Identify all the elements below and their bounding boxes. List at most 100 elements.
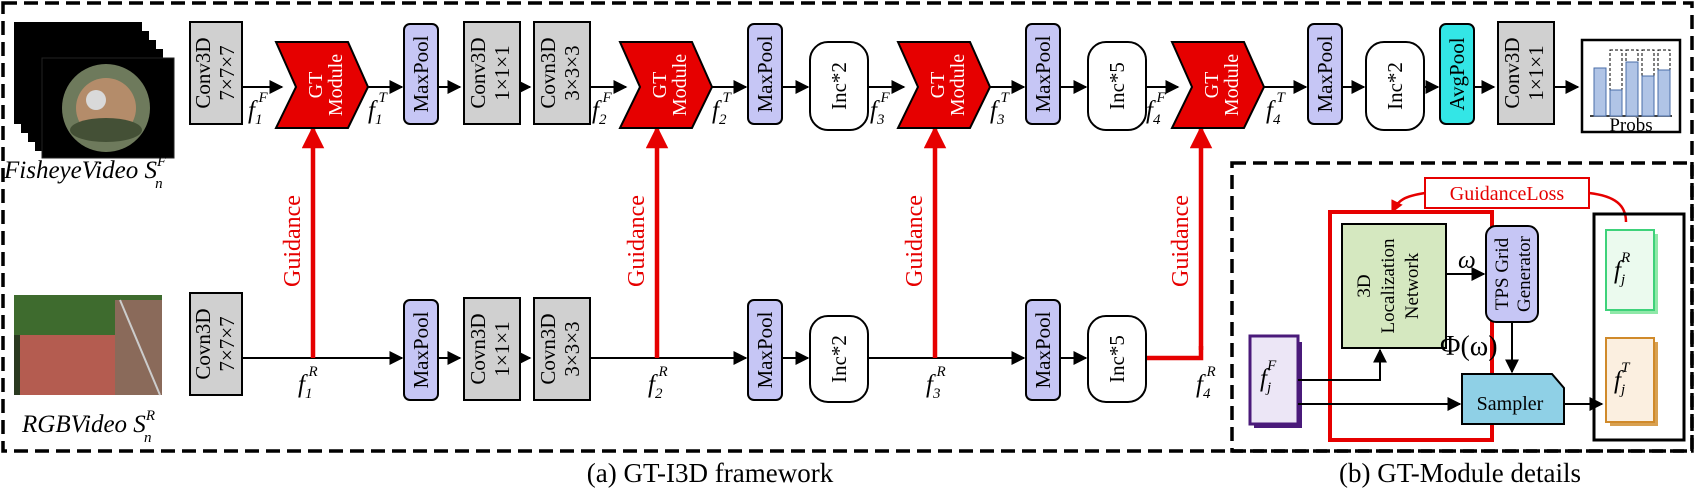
- feature-labels: f1F f1T f2F f2T f3F f3T f4F f4T f1R f2R …: [248, 90, 1286, 402]
- gt-module-1: GT Module: [274, 41, 370, 129]
- module-details-frame: [1230, 161, 1694, 453]
- bottom-inc2: Inc*2: [809, 315, 869, 403]
- svg-text:Inc*5: Inc*5: [1105, 62, 1129, 110]
- svg-text:Module: Module: [947, 54, 969, 116]
- f3F-label: f3F: [870, 90, 890, 128]
- rgb-video-stack: [14, 295, 162, 396]
- bottom-covn3d-1-block: Covn3D 1×1×1: [463, 297, 521, 401]
- f3T-label: f3T: [990, 90, 1010, 128]
- f1F-label: f1F: [248, 90, 268, 128]
- probs-label: Probs: [1609, 115, 1652, 136]
- caption-module-details: (b) GT-Module details: [1339, 458, 1581, 488]
- svg-text:7×7×7: 7×7×7: [215, 316, 239, 371]
- probs-output: Probs: [1580, 38, 1682, 136]
- sampler-box: [1461, 373, 1565, 425]
- top-conv3d-7-block: Conv3D 7×7×7: [189, 21, 243, 125]
- svg-text:3×3×3: 3×3×3: [560, 45, 584, 100]
- bottom-maxpool-1: MaxPool: [403, 299, 439, 401]
- svg-text:Module: Module: [669, 54, 691, 116]
- svg-text:GT: GT: [1201, 72, 1223, 99]
- f4R-label: f4R: [1196, 364, 1216, 402]
- svg-text:Module: Module: [1221, 54, 1243, 116]
- omega-label: ω: [1458, 247, 1476, 274]
- svg-text:1×1×1: 1×1×1: [490, 45, 514, 100]
- sampler-label: Sampler: [1477, 393, 1544, 415]
- bottom-maxpool-2: MaxPool: [747, 299, 783, 401]
- guidance-label-4: Guidance: [1168, 195, 1194, 287]
- fisheye-video-stack: [14, 22, 175, 159]
- svg-text:Inc*2: Inc*2: [827, 62, 851, 110]
- guidance-label-2: Guidance: [624, 195, 650, 287]
- fjT-box: [1605, 337, 1655, 423]
- top-inc2-2: Inc*2: [1365, 41, 1425, 131]
- caption-framework: (a) GT-I3D framework: [587, 458, 834, 488]
- svg-text:AvgPool: AvgPool: [1445, 37, 1469, 110]
- f3R-label: f3R: [926, 364, 946, 402]
- svg-text:MaxPool: MaxPool: [409, 311, 433, 388]
- gt-module-details: GuidanceLoss 3D Localization Network TPS…: [1248, 177, 1686, 442]
- svg-text:MaxPool: MaxPool: [753, 311, 777, 388]
- bottom-inc5: Inc*5: [1087, 315, 1147, 403]
- svg-text:Module: Module: [325, 54, 347, 116]
- top-inc2-1: Inc*2: [809, 41, 869, 131]
- bottom-maxpool-3: MaxPool: [1025, 299, 1061, 401]
- svg-text:TPS Grid: TPS Grid: [1492, 237, 1513, 310]
- svg-text:7×7×7: 7×7×7: [215, 45, 239, 100]
- guidance-label-3: Guidance: [902, 195, 928, 287]
- svg-text:GT: GT: [649, 72, 671, 99]
- localization-network-box: [1341, 223, 1447, 349]
- fisheye-video-text: FisheyeVideo S: [3, 157, 157, 184]
- gt-module-3: GT Module: [896, 41, 992, 129]
- bottom-final-red-link: [1146, 346, 1204, 361]
- svg-text:GT: GT: [305, 72, 327, 99]
- guidance-loss-label: GuidanceLoss: [1450, 183, 1565, 205]
- svg-text:Localization: Localization: [1378, 238, 1399, 333]
- f4T-label: f4T: [1266, 90, 1286, 128]
- svg-text:MaxPool: MaxPool: [1031, 311, 1055, 388]
- svg-text:3×3×3: 3×3×3: [560, 321, 584, 376]
- top-maxpool-3: MaxPool: [1025, 23, 1061, 125]
- fjF-input-box: [1248, 334, 1300, 426]
- fjR-label: fjR: [1614, 250, 1630, 288]
- top-maxpool-2: MaxPool: [747, 23, 783, 125]
- f2T-label: f2T: [712, 90, 732, 128]
- svg-text:Covn3D: Covn3D: [466, 313, 490, 384]
- guidance-labels: Guidance Guidance Guidance Guidance: [280, 195, 1194, 287]
- svg-text:Generator: Generator: [1514, 235, 1535, 312]
- svg-text:Inc*5: Inc*5: [1105, 335, 1129, 383]
- top-maxpool-4: MaxPool: [1307, 23, 1343, 125]
- svg-text:FisheyeVideo SFn: FisheyeVideo SFn: [3, 154, 167, 192]
- svg-text:1×1×1: 1×1×1: [1524, 45, 1548, 100]
- guidance-label-1: Guidance: [280, 195, 306, 287]
- output-frame: [1592, 212, 1686, 442]
- top-conv3d-1-block: Conv3D 1×1×1: [463, 21, 521, 125]
- svg-text:MaxPool: MaxPool: [409, 35, 433, 112]
- svg-text:RGBVideo SRn: RGBVideo SRn: [21, 408, 155, 446]
- gt-module-4: GT Module: [1170, 41, 1266, 129]
- top-covn3d-3-block: Covn3D 3×3×3: [533, 21, 591, 125]
- svg-text:Network: Network: [1402, 252, 1423, 319]
- bottom-covn3d-3-block: Covn3D 3×3×3: [533, 297, 591, 401]
- svg-text:Covn3D: Covn3D: [191, 308, 215, 379]
- f2R-label: f2R: [648, 364, 668, 402]
- svg-text:MaxPool: MaxPool: [753, 35, 777, 112]
- guidance-loss-arrow: [1588, 191, 1628, 223]
- svg-text:Covn3D: Covn3D: [536, 313, 560, 384]
- rgb-video-text: RGBVideo S: [21, 411, 146, 438]
- svg-text:Inc*2: Inc*2: [1383, 62, 1407, 110]
- f1R-label: f1R: [298, 364, 318, 402]
- gt-module-red-boundary: [1328, 210, 1494, 442]
- gt-module-2: GT Module: [618, 41, 714, 129]
- svg-text:Inc*2: Inc*2: [827, 335, 851, 383]
- guidance-arrows: [301, 125, 1213, 358]
- svg-text:GT: GT: [927, 72, 949, 99]
- svg-text:3D: 3D: [1354, 274, 1375, 297]
- top-inc5: Inc*5: [1087, 41, 1147, 131]
- svg-text:1×1×1: 1×1×1: [490, 321, 514, 376]
- svg-text:MaxPool: MaxPool: [1031, 35, 1055, 112]
- fjF-label: fjF: [1260, 358, 1277, 396]
- fjT-label: fjT: [1614, 360, 1631, 398]
